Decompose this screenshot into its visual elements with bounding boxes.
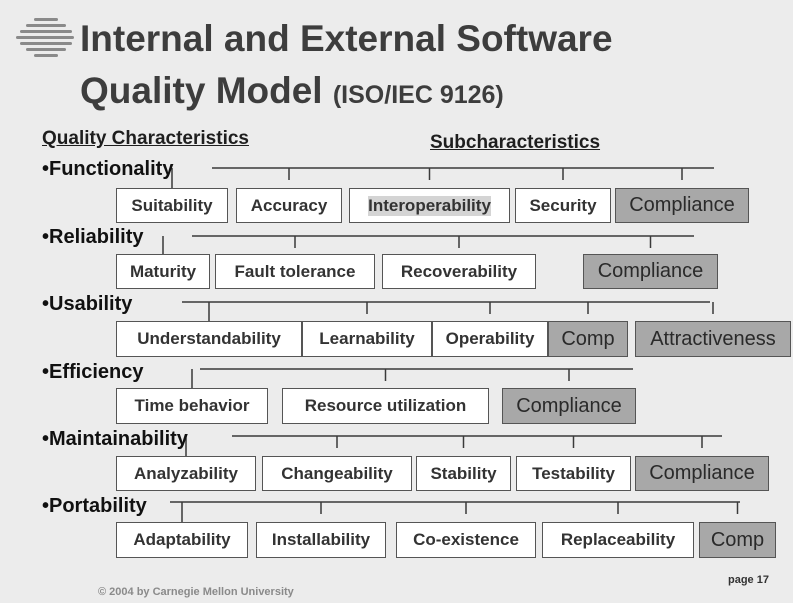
quality-characteristics-header: Quality Characteristics <box>42 128 249 149</box>
subchar-maintainability-stability: Stability <box>416 456 511 491</box>
category-maintainability: •Maintainability <box>42 428 188 450</box>
subchar-maintainability-compliance: Compliance <box>635 456 769 491</box>
subchar-portability-co-existence: Co-existence <box>396 522 536 558</box>
subchar-label: Interoperability <box>368 195 491 216</box>
subchar-portability-installability: Installability <box>256 522 386 558</box>
subchar-usability-learnability: Learnability <box>302 321 432 357</box>
subchar-usability-attractiveness: Attractiveness <box>635 321 791 357</box>
subchar-functionality-compliance: Compliance <box>615 188 749 223</box>
subchar-functionality-suitability: Suitability <box>116 188 228 223</box>
subchar-efficiency-compliance: Compliance <box>502 388 636 424</box>
subchar-efficiency-resource-utilization: Resource utilization <box>282 388 489 424</box>
category-portability: •Portability <box>42 495 147 517</box>
subchar-usability-understandability: Understandability <box>116 321 302 357</box>
page-number: page 17 <box>728 574 769 586</box>
subchar-functionality-accuracy: Accuracy <box>236 188 342 223</box>
subchar-reliability-maturity: Maturity <box>116 254 210 289</box>
subchar-efficiency-time-behavior: Time behavior <box>116 388 268 424</box>
page-title-line2: Quality Model (ISO/IEC 9126) <box>80 70 504 116</box>
subchar-usability-operability: Operability <box>432 321 548 357</box>
subchar-maintainability-testability: Testability <box>516 456 631 491</box>
category-usability: •Usability <box>42 293 133 315</box>
subchar-functionality-interoperability: Interoperability <box>349 188 510 223</box>
subchar-reliability-compliance: Compliance <box>583 254 718 289</box>
subchar-functionality-security: Security <box>515 188 611 223</box>
category-reliability: •Reliability <box>42 226 144 248</box>
copyright-notice: © 2004 by Carnegie Mellon University <box>98 586 294 598</box>
page-title-line1: Internal and External Software <box>80 18 613 59</box>
subchar-portability-comp: Comp <box>699 522 776 558</box>
subchar-usability-comp: Comp <box>548 321 628 357</box>
sei-logo-icon <box>16 18 74 57</box>
subchar-maintainability-analyzability: Analyzability <box>116 456 256 491</box>
subchar-portability-adaptability: Adaptability <box>116 522 248 558</box>
title-main: Quality Model <box>80 70 323 111</box>
subchar-portability-replaceability: Replaceability <box>542 522 694 558</box>
subcharacteristics-header: Subcharacteristics <box>430 132 601 153</box>
category-efficiency: •Efficiency <box>42 361 144 383</box>
subchar-reliability-recoverability: Recoverability <box>382 254 536 289</box>
subchar-reliability-fault-tolerance: Fault tolerance <box>215 254 375 289</box>
title-standard: (ISO/IEC 9126) <box>332 81 504 109</box>
category-functionality: •Functionality <box>42 158 174 180</box>
subchar-maintainability-changeability: Changeability <box>262 456 412 491</box>
